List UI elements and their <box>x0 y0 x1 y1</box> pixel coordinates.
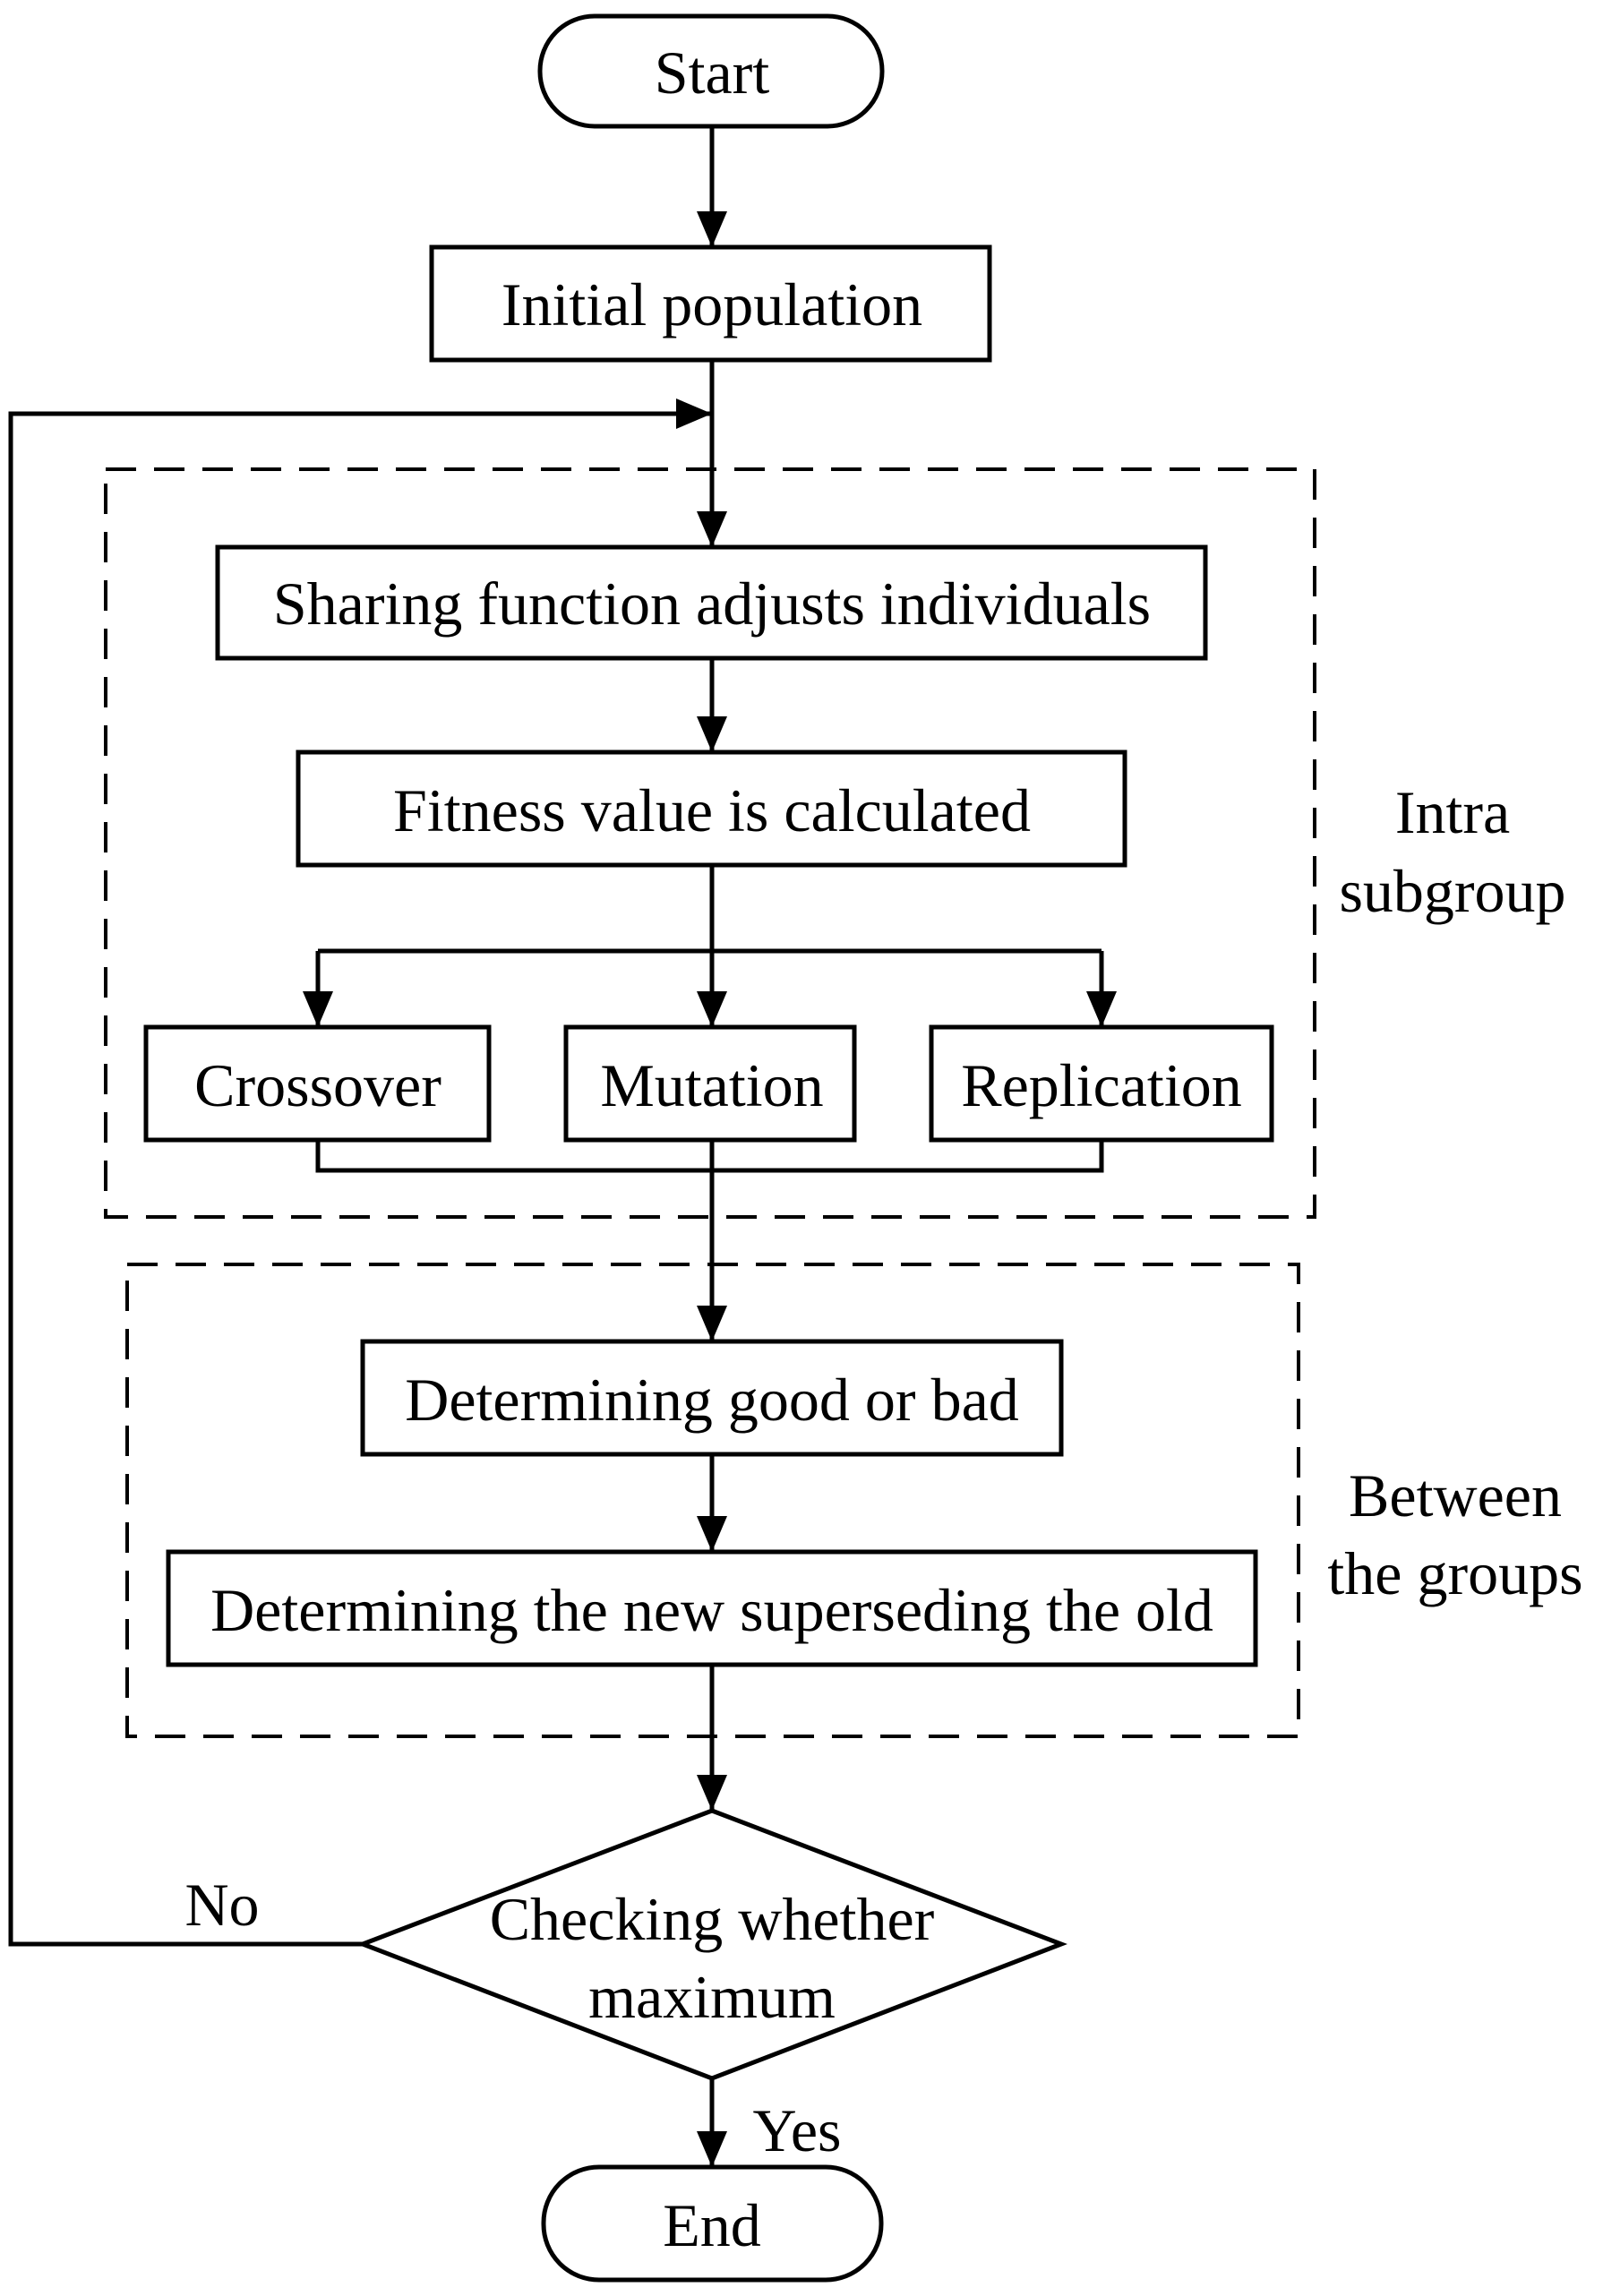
no-feedback-loop <box>8 398 712 1947</box>
intra-group-label-line1: Intra <box>1395 778 1510 846</box>
sharing-function-label: Sharing function adjusts individuals <box>273 570 1151 638</box>
determining-good-bad-label: Determining good or bad <box>405 1366 1019 1434</box>
between-group-label-line1: Between <box>1349 1461 1562 1529</box>
yes-edge-label: Yes <box>753 2096 842 2164</box>
determining-new-old-box: Determining the new superseding the old <box>166 1549 1258 1667</box>
connectors <box>8 126 1117 2167</box>
initial-population-box: Initial population <box>429 244 992 363</box>
fitness-label: Fitness value is calculated <box>393 776 1031 844</box>
determining-good-bad-box: Determining good or bad <box>360 1339 1064 1457</box>
mutation-label: Mutation <box>600 1051 823 1119</box>
intra-group-label-line2: subgroup <box>1339 857 1565 925</box>
crossover-box: Crossover <box>143 1024 492 1143</box>
replication-label: Replication <box>961 1051 1241 1119</box>
decision-label-line2: maximum <box>588 1963 836 2031</box>
end-label: End <box>663 2191 761 2259</box>
no-edge-label: No <box>184 1871 259 1939</box>
sharing-function-box: Sharing function adjusts individuals <box>215 544 1208 661</box>
fitness-box: Fitness value is calculated <box>296 750 1127 868</box>
initial-population-label: Initial population <box>501 270 922 338</box>
crossover-label: Crossover <box>194 1051 441 1119</box>
end-node: End <box>541 2164 884 2283</box>
decision-node: Checking whether maximum <box>356 1808 1067 2081</box>
between-group-label-line2: the groups <box>1327 1539 1582 1607</box>
mutation-box: Mutation <box>563 1024 857 1143</box>
decision-label-line1: Checking whether <box>490 1885 935 1953</box>
replication-box: Replication <box>929 1024 1274 1143</box>
determining-new-old-label: Determining the new superseding the old <box>210 1576 1213 1644</box>
start-label: Start <box>655 39 770 107</box>
start-node: Start <box>537 13 885 129</box>
